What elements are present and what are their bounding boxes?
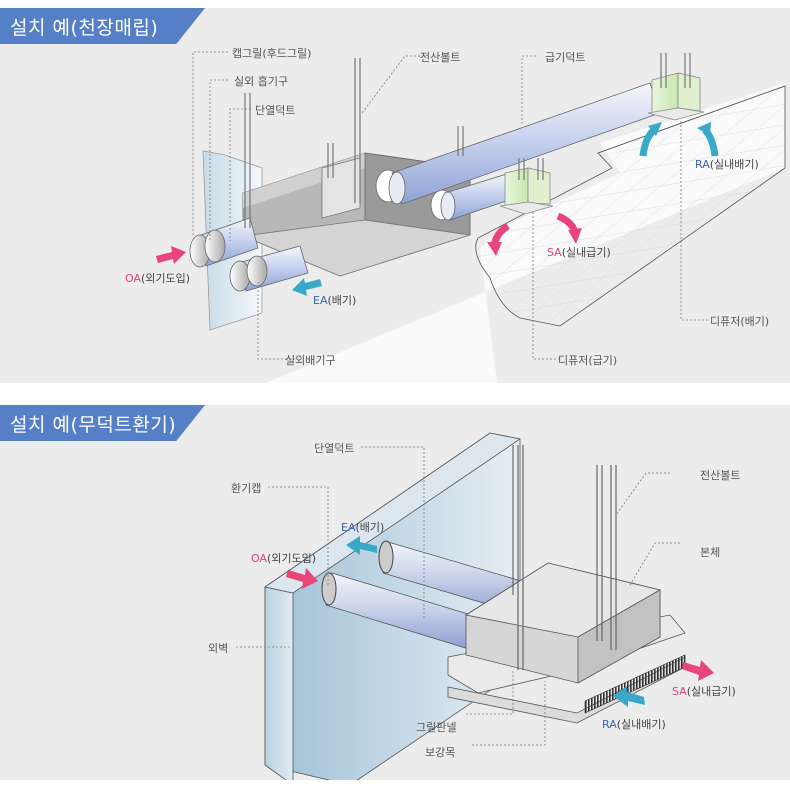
flow-text-ra: (실내배기) xyxy=(616,718,666,731)
flow-text-oa: (외기도입) xyxy=(141,272,191,285)
ductless-install-illustration xyxy=(236,432,714,780)
flow-code-oa: OA xyxy=(251,552,267,565)
label-cap-grill: 캡그릴(후드그릴) xyxy=(232,47,312,60)
flow-code-ra: RA xyxy=(602,718,617,731)
diffuser-exhaust xyxy=(647,72,705,121)
flow-label-ra: RA(실내배기) xyxy=(602,716,666,732)
flow-code-ea: EA xyxy=(341,521,356,534)
ea-arrow-icon xyxy=(292,278,322,296)
flow-text-oa: (외기도입) xyxy=(267,552,317,565)
label-reinforcement: 보강목 xyxy=(425,746,456,759)
suspension-bolts xyxy=(244,53,691,228)
sa-arrow-left-icon xyxy=(487,222,510,256)
flow-label-oa: OA(외기도입) xyxy=(125,270,190,286)
oa-arrow-icon xyxy=(286,568,318,589)
label-outdoor-exhaust: 실외배기구 xyxy=(285,354,336,367)
flow-text-ea: (배기) xyxy=(355,521,385,534)
exhaust-duct-pipe xyxy=(440,172,516,221)
flow-code-ra: RA xyxy=(695,158,710,171)
ra-arrow-icon xyxy=(613,686,645,707)
label-suspension-bolt: 전산볼트 xyxy=(420,51,461,64)
flow-label-ea: EA(배기) xyxy=(341,519,384,535)
ra-arrow-left-icon xyxy=(639,122,662,157)
ceiling-install-panel: 설치 예(천장매립) 캡그릴(후드그릴) 실외 흡기구 단열덕트 전산볼트 급기… xyxy=(0,8,790,383)
sa-arrow-icon xyxy=(682,660,714,681)
label-vent-cap: 환기캡 xyxy=(231,482,262,495)
label-diffuser-supply: 디퓨저(급기) xyxy=(558,354,618,367)
ceiling-grid xyxy=(265,83,786,383)
flow-text-sa: (실내급기) xyxy=(561,246,611,259)
flow-label-ra: RA(실내배기) xyxy=(695,156,759,172)
section-title-tab: 설치 예(천장매립) xyxy=(0,8,205,44)
flow-code-sa: SA xyxy=(672,685,687,698)
sa-arrow-right-icon xyxy=(556,212,582,244)
section-title-tab: 설치 예(무덕트환기) xyxy=(0,405,205,441)
outdoor-exhaust-pipe xyxy=(229,245,309,292)
flow-label-sa: SA(실내급기) xyxy=(547,244,611,260)
diffuser-supply xyxy=(499,167,554,215)
label-supply-duct: 급기덕트 xyxy=(545,51,586,64)
flow-label-sa: SA(실내급기) xyxy=(672,683,736,699)
label-outdoor-intake: 실외 흡기구 xyxy=(234,75,289,88)
ra-arrow-right-icon xyxy=(697,122,719,157)
flow-code-ea: EA xyxy=(313,294,328,307)
flow-label-ea: EA(배기) xyxy=(313,292,356,308)
flow-code-oa: OA xyxy=(125,272,141,285)
ductless-install-panel: 설치 예(무덕트환기) 단열덕트 환기캡 전산볼트 본체 외벽 그릴판넬 보강목… xyxy=(0,405,790,780)
label-diffuser-exhaust: 디퓨저(배기) xyxy=(710,315,770,328)
ceiling-install-illustration xyxy=(156,51,786,383)
leader-lines xyxy=(236,446,680,746)
flow-label-oa: OA(외기도입) xyxy=(251,550,316,566)
label-main-unit: 본체 xyxy=(700,546,721,559)
label-grill-panel: 그릴판넬 xyxy=(416,721,457,734)
flow-text-sa: (실내급기) xyxy=(686,685,736,698)
section-title: 설치 예(무덕트환기) xyxy=(10,414,177,436)
label-outer-wall: 외벽 xyxy=(208,642,229,655)
label-insulated-duct: 단열덕트 xyxy=(314,442,355,455)
flow-text-ra: (실내배기) xyxy=(709,158,759,171)
flow-code-sa: SA xyxy=(547,246,562,259)
suspension-bolts xyxy=(512,445,617,670)
leader-lines xyxy=(192,51,708,360)
ea-arrow-icon xyxy=(346,536,377,555)
section-title: 설치 예(천장매립) xyxy=(10,17,159,39)
flow-text-ea: (배기) xyxy=(327,294,357,307)
label-suspension-bolt: 전산볼트 xyxy=(700,469,741,482)
label-insulated-duct: 단열덕트 xyxy=(255,104,296,117)
intake-pipe xyxy=(321,572,479,651)
oa-arrow-icon xyxy=(156,246,186,264)
